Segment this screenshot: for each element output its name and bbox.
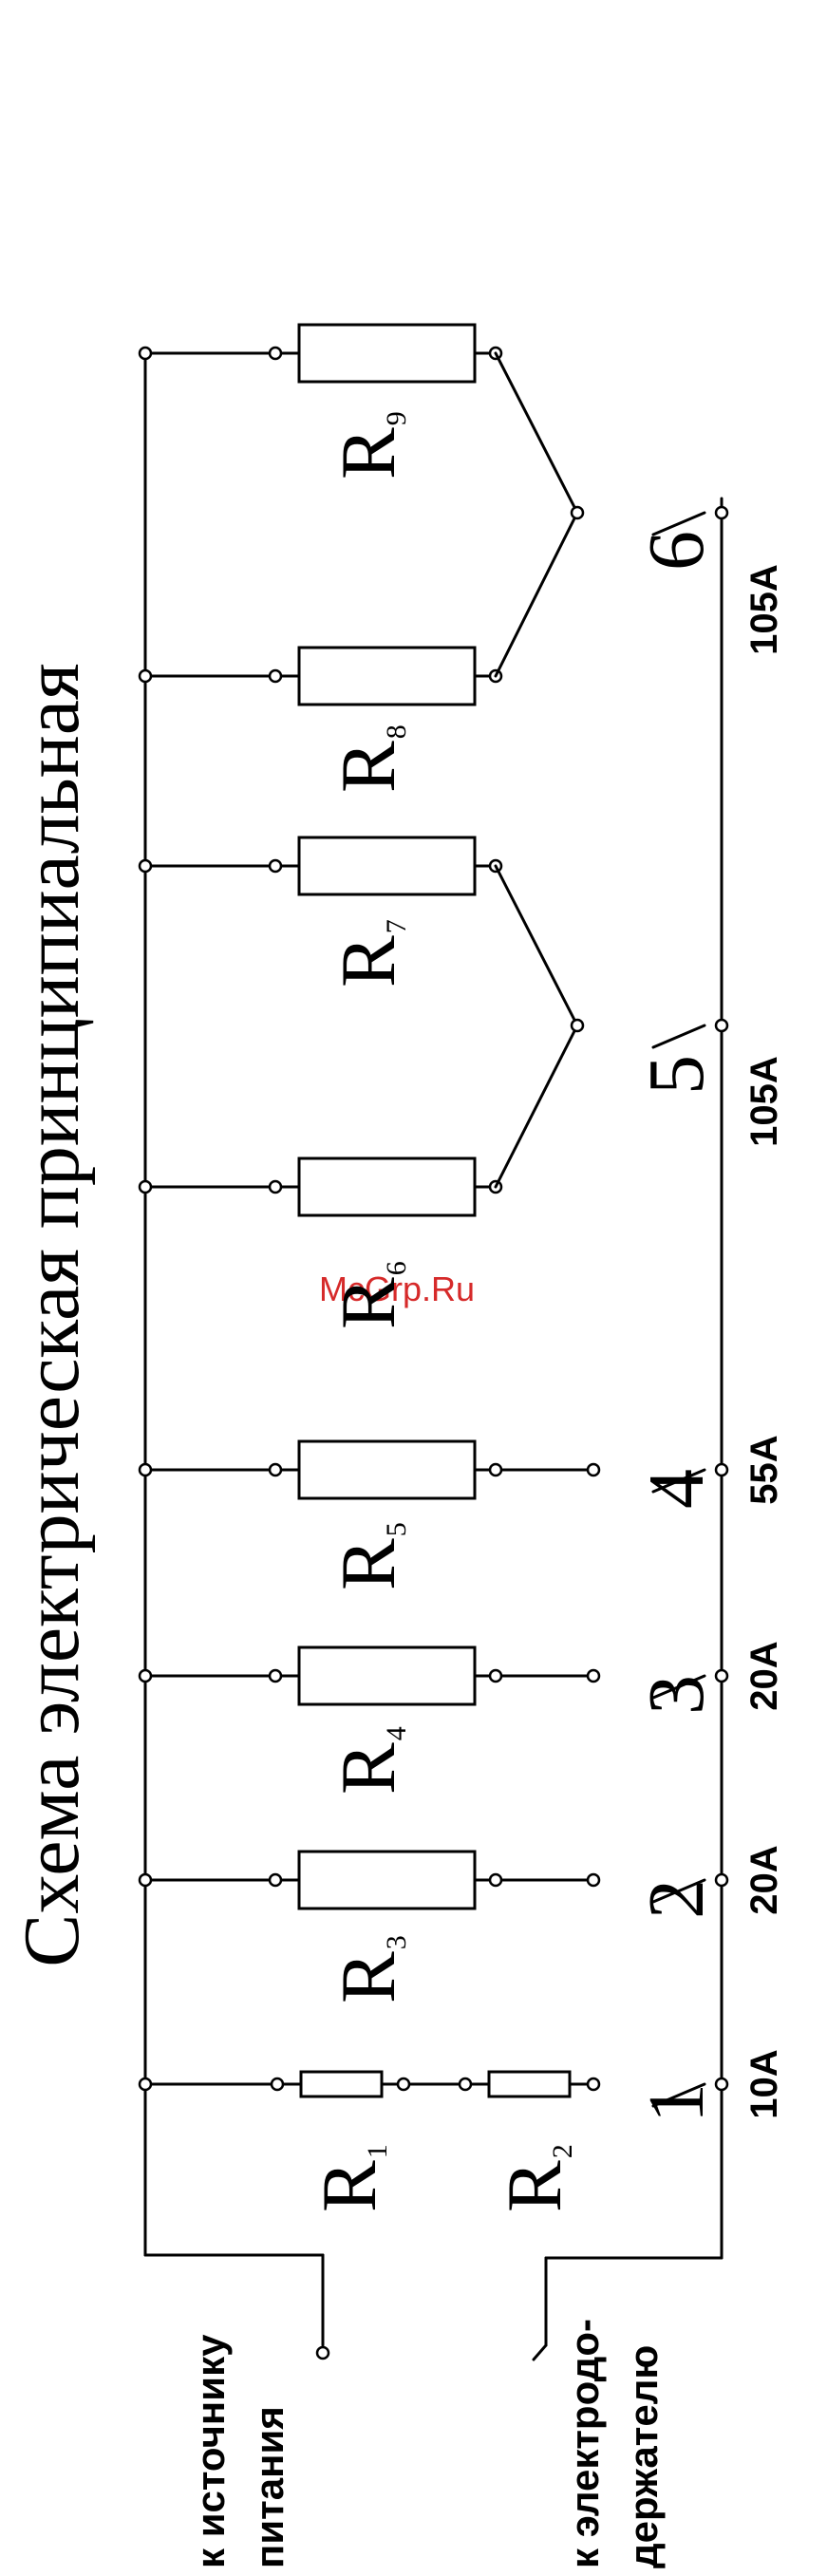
switch-6 [653, 507, 727, 535]
resistor-r4 [299, 1647, 475, 1704]
current-rating-1: 10А [743, 2049, 785, 2118]
branch-r1-r2 [140, 2072, 599, 2097]
branch-r6-r7 [140, 837, 583, 1215]
switch-number-4: 4 [632, 1469, 721, 1509]
svg-text:R3: R3 [325, 1935, 412, 2003]
switch-number-5: 5 [632, 1055, 721, 1095]
resistor-r7 [299, 837, 475, 894]
branch-r4 [140, 1647, 599, 1704]
current-rating-4: 55А [743, 1435, 785, 1504]
branch-r3 [140, 1852, 599, 1908]
svg-text:к электродо-: к электродо- [562, 2319, 607, 2568]
svg-text:R9: R9 [325, 411, 412, 479]
switch-5 [653, 1020, 727, 1047]
svg-text:питания: питания [247, 2406, 291, 2568]
resistor-label-r3: R3 [325, 1935, 412, 2003]
switch-number-6: 6 [632, 531, 721, 571]
holder-terminal-label: к электродо- держателю [562, 2319, 666, 2568]
resistor-r8 [299, 648, 475, 705]
switch-number-2: 2 [632, 1879, 721, 1919]
switch-number-1: 1 [632, 2083, 721, 2123]
svg-text:R8: R8 [325, 724, 412, 793]
svg-text:R2: R2 [491, 2144, 578, 2212]
svg-text:R4: R4 [325, 1726, 412, 1795]
branch-r8-r9 [140, 325, 583, 705]
svg-text:к источнику: к источнику [188, 2334, 233, 2568]
svg-text:R1: R1 [306, 2144, 393, 2212]
svg-text:R7: R7 [325, 919, 412, 987]
resistor-r6 [299, 1158, 475, 1215]
current-rating-5: 105А [743, 1056, 785, 1147]
resistor-r1 [301, 2072, 382, 2097]
diagram-title: Схема электрическая принципиальная [8, 663, 96, 1966]
svg-text:R5: R5 [325, 1522, 412, 1590]
resistor-label-r4: R4 [325, 1726, 412, 1795]
resistor-label-r2: R2 [491, 2144, 578, 2212]
switch-number-3: 3 [632, 1675, 721, 1715]
resistor-r2 [489, 2072, 570, 2097]
current-rating-2: 20А [743, 1845, 785, 1914]
resistor-r9 [299, 325, 475, 382]
resistor-label-r9: R9 [325, 411, 412, 479]
source-terminal-label: к источнику питания [188, 2334, 291, 2568]
branch-r5 [140, 1441, 599, 1498]
svg-text:держателю: держателю [621, 2345, 666, 2568]
resistor-label-r7: R7 [325, 919, 412, 987]
resistor-r5 [299, 1441, 475, 1498]
resistor-label-r8: R8 [325, 724, 412, 793]
resistor-label-r5: R5 [325, 1522, 412, 1590]
current-rating-6: 105А [743, 564, 785, 655]
resistor-r3 [299, 1852, 475, 1908]
resistor-label-r1: R1 [306, 2144, 393, 2212]
current-rating-3: 20А [743, 1641, 785, 1710]
